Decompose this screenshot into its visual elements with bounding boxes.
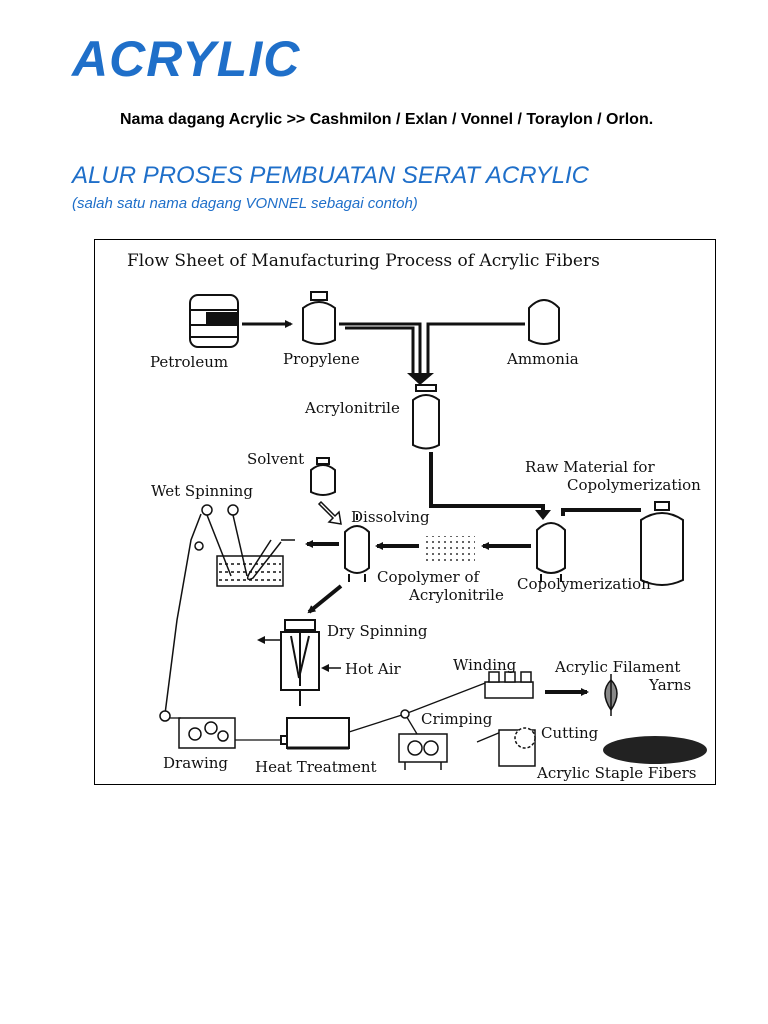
raw-material-bottle-icon — [640, 501, 684, 586]
flow-raw-material — [561, 508, 641, 516]
wet-spinning-bath-icon — [194, 504, 295, 587]
label-heat-treatment: Heat Treatment — [255, 758, 377, 776]
drawing-machine-icon — [178, 717, 236, 749]
label-raw-material-1: Raw Material for — [525, 458, 655, 476]
dissolving-tank-icon — [344, 514, 370, 582]
label-hot-air: Hot Air — [345, 660, 402, 678]
label-ammonia: Ammonia — [506, 350, 579, 368]
label-filament-2: Yarns — [648, 676, 691, 694]
arrow-dissolving-dry-spinning — [307, 584, 343, 614]
label-crimping: Crimping — [421, 710, 493, 728]
label-propylene: Propylene — [283, 350, 360, 368]
section-heading: ALUR PROSES PEMBUATAN SERAT ACRYLIC — [72, 162, 589, 189]
label-cutting: Cutting — [541, 724, 599, 742]
flow-sheet-diagram: Flow Sheet of Manufacturing Process of A… — [127, 251, 707, 782]
label-staple-fibers: Acrylic Staple Fibers — [536, 764, 697, 782]
label-petroleum: Petroleum — [150, 353, 228, 371]
figure-title: Flow Sheet of Manufacturing Process of A… — [127, 251, 600, 271]
guide-roller-2-icon — [400, 709, 410, 719]
trade-names-line: Nama dagang Acrylic >> Cashmilon / Exlan… — [120, 111, 654, 128]
guide-roller-icon — [159, 710, 171, 722]
flow-to-acrylonitrile — [339, 322, 525, 375]
ammonia-bottle-icon — [528, 299, 560, 345]
arrow-to-acrylonitrile — [407, 373, 434, 385]
crimping-machine-icon — [398, 733, 448, 770]
label-dissolving: Dissolving — [351, 508, 430, 526]
label-acrylonitrile: Acrylonitrile — [304, 399, 400, 417]
flow-to-copolymerization — [429, 452, 545, 512]
copolymer-powder-icon — [425, 536, 475, 562]
cutting-machine-icon — [498, 727, 536, 767]
solvent-bottle-icon — [310, 457, 336, 496]
label-raw-material-2: Copolymerization — [567, 476, 701, 494]
acrylonitrile-bottle-icon — [412, 384, 440, 450]
label-dry-spinning: Dry Spinning — [327, 622, 428, 640]
copolymerization-vessel-icon — [536, 522, 566, 582]
label-filament-1: Acrylic Filament — [554, 658, 680, 676]
filament-connections — [169, 679, 502, 743]
section-subheading: (salah satu nama dagang VONNEL sebagai c… — [72, 195, 418, 212]
petroleum-drum-icon — [189, 294, 239, 348]
winding-machine-icon — [484, 671, 534, 699]
staple-fiber-pile-icon — [603, 736, 707, 764]
label-copolymerization: Copolymerization — [517, 575, 651, 593]
label-copolymer-1: Copolymer of — [377, 568, 480, 586]
arrow-solvent-dissolving — [317, 500, 342, 525]
filament-yarn-icon — [604, 674, 618, 716]
propylene-bottle-icon — [302, 291, 336, 345]
label-wet-spinning: Wet Spinning — [151, 482, 253, 500]
label-drawing: Drawing — [163, 754, 228, 772]
flow-sheet-figure: Flow Sheet of Manufacturing Process of A… — [94, 239, 716, 785]
heat-treatment-icon — [280, 717, 350, 750]
arrow-down-copolymerization — [535, 510, 551, 520]
dry-spinning-column-icon — [280, 619, 320, 706]
document-title: ACRYLIC — [72, 31, 301, 87]
label-copolymer-2: Acrylonitrile — [408, 586, 504, 604]
label-solvent: Solvent — [247, 450, 304, 468]
label-winding: Winding — [453, 656, 517, 674]
